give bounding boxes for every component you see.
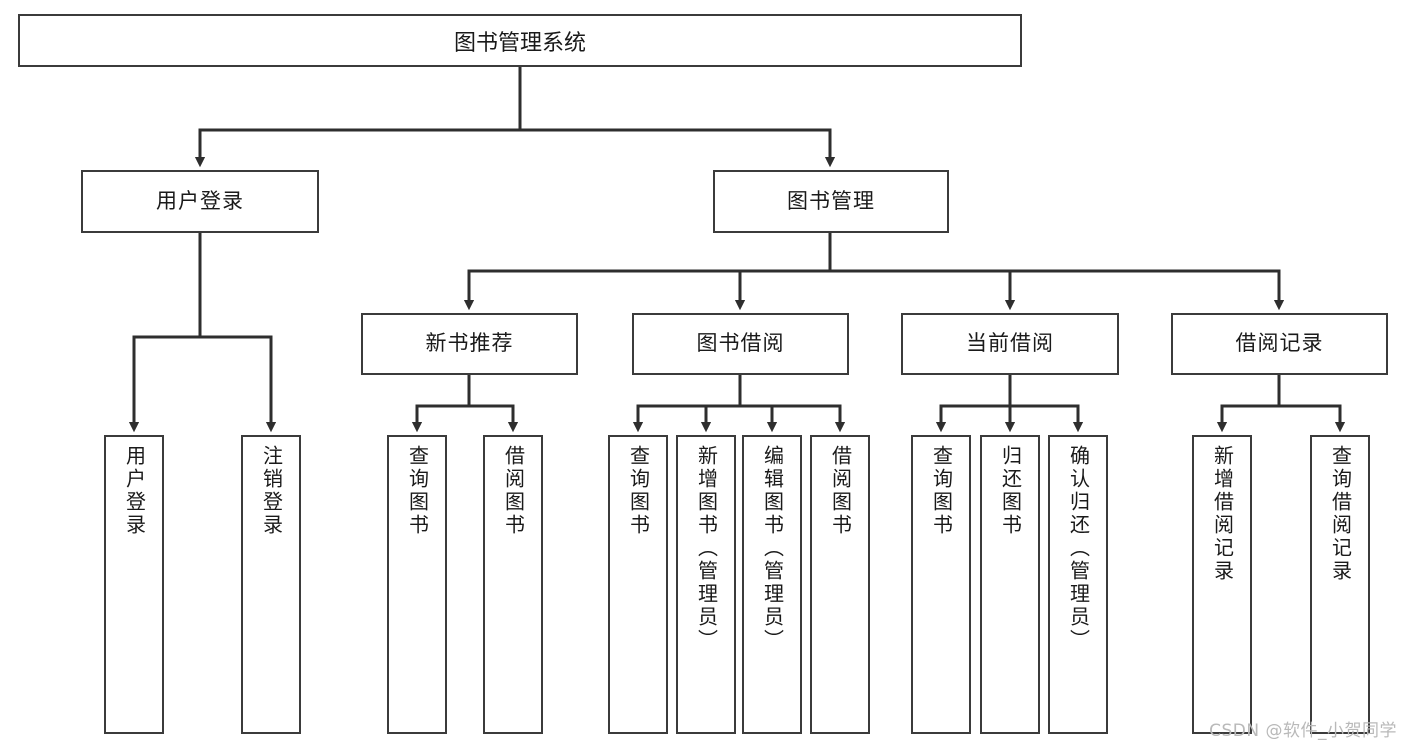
node-leaf-query-book-3-label: 查询图书 [929, 445, 954, 537]
node-leaf-return-book[interactable]: 归还图书 [980, 435, 1040, 734]
node-leaf-add-record-label: 新增借阅记录 [1210, 445, 1235, 583]
node-leaf-user-login[interactable]: 用户登录 [104, 435, 164, 734]
node-user-login[interactable]: 用户登录 [81, 170, 319, 233]
node-leaf-borrow-book-2-label: 借阅图书 [828, 445, 853, 537]
watermark: CSDN @软件_小贺同学 [1209, 721, 1397, 741]
node-current-borrow-label: 当前借阅 [966, 331, 1054, 356]
node-leaf-add-book-label: 新增图书（管理员） [694, 445, 719, 652]
node-borrow-record-label: 借阅记录 [1235, 331, 1324, 356]
node-leaf-confirm-return[interactable]: 确认归还（管理员） [1048, 435, 1108, 734]
node-leaf-query-book-2-label: 查询图书 [626, 445, 651, 537]
node-leaf-query-book-2[interactable]: 查询图书 [608, 435, 668, 734]
node-book-manage[interactable]: 图书管理 [713, 170, 949, 233]
node-leaf-return-book-label: 归还图书 [998, 445, 1023, 537]
node-root-label: 图书管理系统 [453, 30, 586, 56]
node-leaf-confirm-return-label: 确认归还（管理员） [1066, 445, 1091, 652]
node-leaf-add-book[interactable]: 新增图书（管理员） [676, 435, 736, 734]
node-leaf-edit-book-label: 编辑图书（管理员） [760, 445, 785, 652]
node-new-book-rec-label: 新书推荐 [425, 331, 514, 356]
node-leaf-query-book-1-label: 查询图书 [405, 445, 430, 537]
node-leaf-edit-book[interactable]: 编辑图书（管理员） [742, 435, 802, 734]
node-leaf-query-record[interactable]: 查询借阅记录 [1310, 435, 1370, 734]
node-borrow-record[interactable]: 借阅记录 [1171, 313, 1388, 375]
node-user-login-label: 用户登录 [156, 188, 244, 213]
node-root[interactable]: 图书管理系统 [18, 14, 1022, 67]
node-leaf-query-book-3[interactable]: 查询图书 [911, 435, 971, 734]
node-leaf-user-login-label: 用户登录 [122, 445, 147, 537]
node-current-borrow[interactable]: 当前借阅 [901, 313, 1119, 375]
node-leaf-logout[interactable]: 注销登录 [241, 435, 301, 734]
node-leaf-borrow-book-1[interactable]: 借阅图书 [483, 435, 543, 734]
node-leaf-borrow-book-1-label: 借阅图书 [501, 445, 526, 537]
node-leaf-add-record[interactable]: 新增借阅记录 [1192, 435, 1252, 734]
node-leaf-query-record-label: 查询借阅记录 [1328, 445, 1353, 583]
node-book-borrow-label: 图书借阅 [696, 331, 785, 356]
node-book-borrow[interactable]: 图书借阅 [632, 313, 849, 375]
node-new-book-rec[interactable]: 新书推荐 [361, 313, 578, 375]
node-leaf-query-book-1[interactable]: 查询图书 [387, 435, 447, 734]
node-book-manage-label: 图书管理 [787, 188, 875, 213]
node-leaf-logout-label: 注销登录 [259, 445, 284, 537]
node-leaf-borrow-book-2[interactable]: 借阅图书 [810, 435, 870, 734]
